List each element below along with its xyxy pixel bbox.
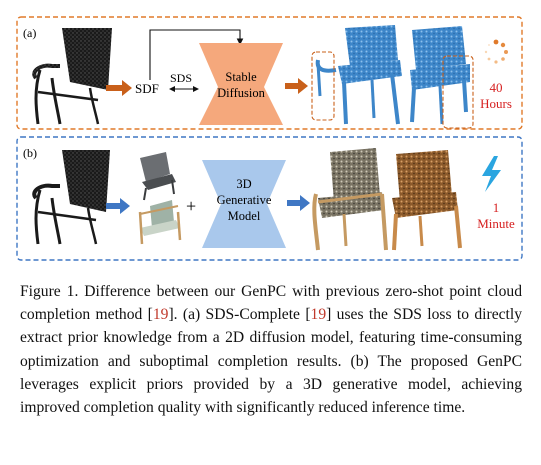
- citation-link-2[interactable]: 19: [310, 306, 327, 324]
- rendered-chair-gray: [140, 152, 176, 201]
- rendered-chair-textured: [138, 200, 182, 245]
- panel-a-frame: [16, 16, 523, 130]
- arrow-to-sdf: [106, 80, 132, 96]
- time-b-value: 1: [493, 200, 500, 215]
- sds-result-chair-1: [315, 25, 402, 125]
- genpc-result-chair-1: [312, 148, 388, 251]
- panel-b-tag: (b): [23, 146, 37, 160]
- caption-part-3: ] uses the SDS loss to directly extract …: [20, 306, 522, 417]
- generative-line2: Generative: [217, 193, 272, 207]
- citation-link-1[interactable]: 19: [152, 306, 169, 324]
- generative-line1: 3D: [236, 177, 251, 191]
- sds-label: SDS: [170, 71, 192, 85]
- panel-b-frame: [16, 136, 523, 261]
- caption-part-2: ]. (a) SDS-Complete [: [168, 306, 311, 324]
- lightning-icon: [482, 156, 501, 192]
- generative-line3: Model: [228, 209, 261, 223]
- time-a-unit: Hours: [480, 96, 512, 111]
- arrow-to-result-a: [285, 78, 308, 94]
- stable-diffusion-line1: Stable: [225, 70, 257, 84]
- time-a-value: 40: [490, 80, 503, 95]
- panel-a-tag: (a): [23, 26, 36, 40]
- sdf-label: SDF: [135, 81, 159, 96]
- generative-model-block: [202, 160, 286, 248]
- artifact-highlight-2: [442, 55, 474, 129]
- genpc-result-chair-2: [392, 150, 462, 251]
- feedback-loop: [149, 29, 244, 80]
- stable-diffusion-line2: Diffusion: [217, 86, 265, 100]
- arrow-to-views: [106, 198, 130, 214]
- artifact-highlight-1: [311, 51, 335, 121]
- partial-point-cloud-a: [32, 28, 112, 125]
- figure-caption: Figure 1. Difference between our GenPC w…: [20, 280, 522, 419]
- partial-point-cloud-b: [32, 150, 110, 245]
- figure-diagram: (a) SDF SDS Stable Diffusion: [16, 16, 523, 261]
- arrow-to-result-b: [287, 195, 310, 211]
- time-b-unit: Minute: [477, 216, 515, 231]
- caption-part-1: Figure 1. Difference between our GenPC w…: [20, 283, 522, 324]
- plus-sign: +: [186, 196, 196, 216]
- stable-diffusion-block: [199, 43, 283, 125]
- sds-result-chair-2: [410, 26, 470, 125]
- spinner-icon: [484, 39, 508, 64]
